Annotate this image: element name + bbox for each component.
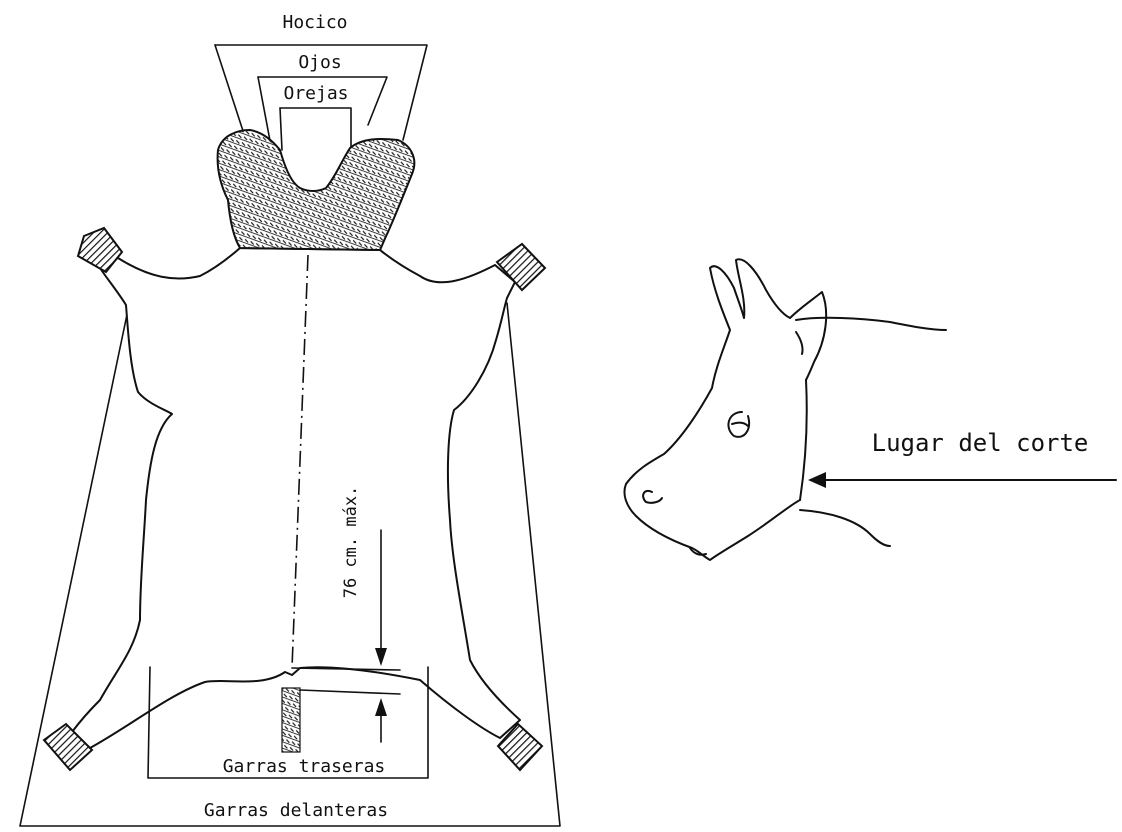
calf-head-outline — [624, 259, 826, 560]
calf-ear-inner — [796, 332, 803, 354]
label-garras-traseras: Garras traseras — [223, 756, 386, 777]
head-region-hatched — [218, 130, 415, 250]
cut-arrow-head — [808, 472, 826, 488]
calf-neck-bottom — [800, 510, 890, 546]
hide-diagram: Hocico Ojos Orejas 76 cm. máx. Garras tr… — [20, 12, 560, 826]
calf-eye — [728, 412, 749, 437]
calf-head-diagram: Lugar del corte — [624, 259, 1116, 560]
label-orejas: Orejas — [283, 83, 348, 104]
hide-outline — [72, 248, 520, 748]
calf-nostril — [643, 491, 662, 503]
label-hocico: Hocico — [282, 12, 347, 33]
label-garras-delanteras: Garras delanteras — [204, 800, 388, 821]
calf-neck-line — [800, 380, 807, 500]
label-ojos: Ojos — [298, 52, 341, 73]
label-measurement: 76 cm. máx. — [341, 486, 361, 599]
calf-neck-top — [796, 318, 946, 330]
tail-hatched — [282, 688, 300, 752]
label-cut-location: Lugar del corte — [872, 429, 1089, 457]
